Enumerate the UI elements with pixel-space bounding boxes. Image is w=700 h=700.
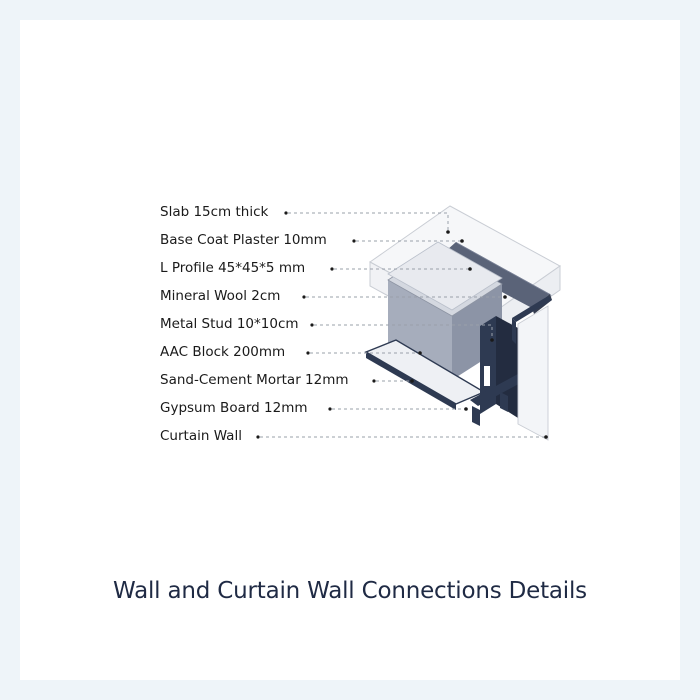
figure-caption: Wall and Curtain Wall Connections Detail…	[113, 578, 587, 604]
mineral-wool	[387, 241, 503, 311]
label-l-profile: L Profile 45*45*5 mm	[160, 260, 306, 276]
leader-lines	[260, 212, 546, 438]
label-mineral-wool: Mineral Wool 2cm	[160, 288, 281, 304]
card-panel	[20, 20, 680, 680]
label-slab: Slab 15cm thick	[160, 204, 269, 220]
leader-metal-stud	[314, 324, 493, 338]
label-aac-block: AAC Block 200mm	[160, 344, 286, 360]
label-sand-cement-mortar: Sand-Cement Mortar 12mm	[160, 372, 349, 388]
label-gypsum-board: Gypsum Board 12mm	[160, 400, 308, 416]
leader-dots	[256, 211, 548, 439]
label-metal-stud: Metal Stud 10*10cm	[160, 316, 299, 332]
curtain-wall	[517, 305, 549, 441]
label-curtain-wall: Curtain Wall	[160, 428, 242, 444]
l-profile	[512, 296, 552, 344]
label-base-coat-plaster: Base Coat Plaster 10mm	[160, 232, 327, 248]
